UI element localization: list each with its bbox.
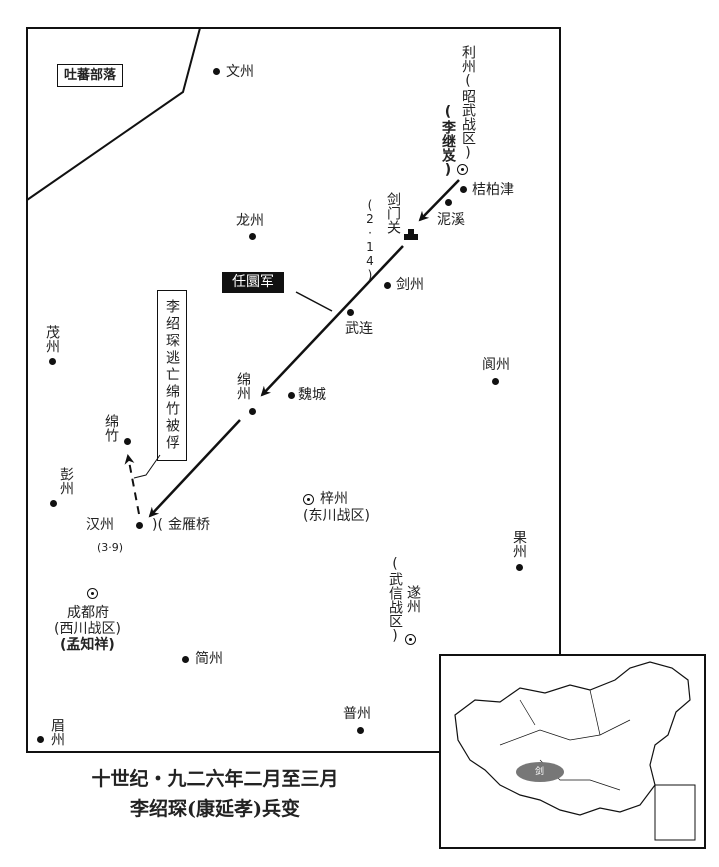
puzhou-label: 普州 bbox=[343, 706, 371, 722]
mianzhu-dot bbox=[124, 438, 131, 445]
jiebaijin-label: 桔柏津 bbox=[472, 182, 514, 198]
wuxin-district-label: (武信战区) bbox=[387, 556, 403, 644]
mianzhu-label: 绵竹 bbox=[103, 414, 119, 442]
army-box: 任圜军 bbox=[222, 272, 284, 293]
chengdu-general-label: (孟知祥) bbox=[60, 637, 115, 653]
langzhou-dot bbox=[492, 378, 499, 385]
china-outline bbox=[454, 661, 691, 816]
caption-line-1: 十世纪・九二六年二月至三月 bbox=[91, 768, 339, 790]
pengzhou-label: 彭州 bbox=[58, 467, 74, 495]
zizhou-district-label: (东川战区) bbox=[303, 508, 370, 524]
langzhou-label: 阆州 bbox=[482, 357, 510, 373]
bridge-icon: )( bbox=[152, 517, 163, 533]
wenzhou-label: 文州 bbox=[226, 64, 254, 80]
lizhou-general-label: (李继岌) bbox=[440, 104, 456, 178]
meizhou-dot bbox=[37, 736, 44, 743]
jianzhou2-label: 简州 bbox=[195, 651, 223, 667]
jianzhou2-dot bbox=[182, 656, 189, 663]
longzhou-dot bbox=[249, 233, 256, 240]
mianzhou-dot bbox=[249, 408, 256, 415]
nixi-label: 泥溪 bbox=[437, 212, 465, 228]
province-lines bbox=[499, 689, 631, 791]
route-arrow-lizhou-jianmen bbox=[418, 179, 460, 222]
pass-icon bbox=[404, 229, 418, 240]
wenzhou-dot bbox=[213, 68, 220, 75]
chengdu-district-label: (西川战区) bbox=[54, 621, 121, 637]
escape-route-dashed-arrow bbox=[124, 454, 140, 515]
jianzhou-label: 剑州 bbox=[396, 277, 424, 293]
lizhou-label: 利州(昭武战区) bbox=[460, 45, 476, 161]
wulian-dot bbox=[347, 309, 354, 316]
guozhou-label: 果州 bbox=[511, 530, 527, 558]
jianmenguan-date: (2·14) bbox=[363, 198, 377, 282]
chengdu-label: 成都府 bbox=[67, 605, 109, 621]
route-arrow-mianzhou-hanzhou bbox=[148, 419, 241, 518]
hanzhou-dot bbox=[136, 522, 143, 529]
maozhou-label: 茂州 bbox=[44, 325, 60, 353]
army-leader-line bbox=[295, 291, 333, 312]
zizhou-capital-marker bbox=[303, 494, 314, 505]
longzhou-label: 龙州 bbox=[236, 213, 264, 229]
tibet-tribe-box: 吐蕃部落 bbox=[57, 64, 124, 87]
note-leader-line bbox=[133, 454, 161, 479]
maozhou-dot bbox=[49, 358, 56, 365]
meizhou-label: 眉州 bbox=[49, 718, 65, 746]
jianzhou-dot bbox=[384, 282, 391, 289]
tibet-border bbox=[26, 27, 201, 201]
south-sea-inset bbox=[654, 784, 696, 841]
inset-jian-marker: 剑 bbox=[535, 767, 545, 777]
guozhou-dot bbox=[516, 564, 523, 571]
map-frame bbox=[26, 27, 561, 753]
sichuan-highlight bbox=[516, 762, 564, 782]
hanzhou-label: 汉州 bbox=[86, 517, 114, 533]
weicheng-dot bbox=[288, 392, 295, 399]
wulian-label: 武连 bbox=[345, 321, 373, 337]
chengdu-capital-marker bbox=[87, 588, 98, 599]
caption-line-2: 李绍琛(康延孝)兵变 bbox=[130, 798, 300, 820]
puzhou-dot bbox=[357, 727, 364, 734]
lizhou-capital-marker bbox=[457, 164, 468, 175]
jiebaijin-dot bbox=[460, 186, 467, 193]
weicheng-label: 魏城 bbox=[298, 387, 326, 403]
nixi-dot bbox=[445, 199, 452, 206]
route-arrow-jianmen-mianzhou bbox=[260, 245, 404, 397]
jianmenguan-label: 剑门关 bbox=[385, 192, 401, 234]
suizhou-label: 遂州 bbox=[405, 585, 421, 613]
pengzhou-dot bbox=[50, 500, 57, 507]
mianzhou-label: 绵州 bbox=[235, 372, 251, 400]
suizhou-capital-marker bbox=[405, 634, 416, 645]
zizhou-label: 梓州 bbox=[320, 491, 348, 507]
escape-note-box: 李绍琛逃亡绵竹被俘 bbox=[157, 290, 187, 461]
hanzhou-date: (3·9) bbox=[97, 541, 124, 554]
jinyanqiao-label: 金雁桥 bbox=[168, 517, 210, 533]
